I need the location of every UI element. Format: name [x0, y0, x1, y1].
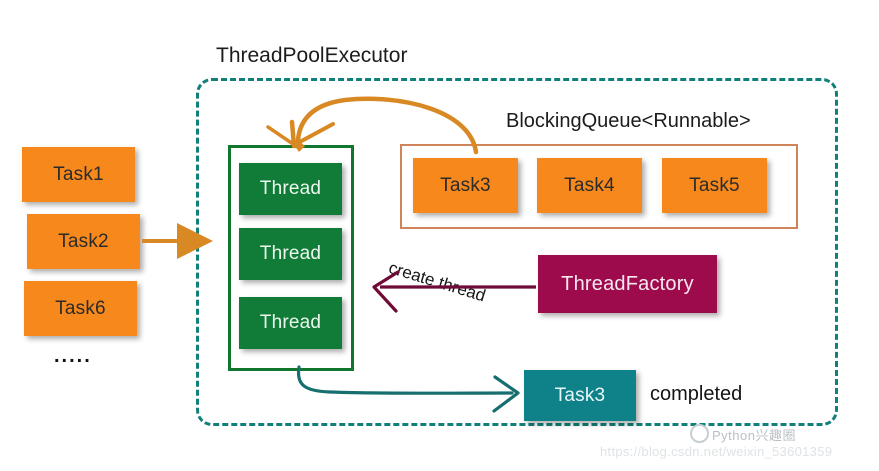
queue-task-5[interactable]: Task5 — [662, 158, 767, 213]
threadpoolexecutor-title: ThreadPoolExecutor — [216, 44, 408, 67]
thread-3[interactable]: Thread — [239, 297, 342, 349]
watermark-circle-icon — [690, 424, 709, 443]
watermark-logo-text: Python兴趣圈 — [712, 428, 796, 443]
queue-task-4-label: Task4 — [564, 174, 615, 196]
incoming-task-6-label: Task6 — [55, 297, 106, 319]
incoming-task-6[interactable]: Task6 — [24, 281, 137, 336]
completed-label: completed — [650, 383, 743, 405]
completed-task-label: Task3 — [554, 384, 606, 406]
queue-task-3[interactable]: Task3 — [413, 158, 518, 213]
watermark-logo: Python兴趣圈 — [690, 424, 796, 444]
thread-1-label: Thread — [259, 178, 322, 199]
thread-factory-box[interactable]: ThreadFactory — [538, 255, 717, 313]
completed-task-box[interactable]: Task3 — [524, 370, 636, 421]
incoming-task-1-label: Task1 — [53, 163, 104, 185]
incoming-task-2-label: Task2 — [58, 230, 109, 252]
thread-2[interactable]: Thread — [239, 228, 342, 280]
incoming-task-1[interactable]: Task1 — [22, 147, 135, 202]
thread-3-label: Thread — [259, 312, 322, 333]
queue-task-5-label: Task5 — [689, 174, 740, 196]
blockingqueue-title: BlockingQueue<Runnable> — [506, 110, 751, 132]
thread-factory-label: ThreadFactory — [561, 272, 694, 295]
thread-1[interactable]: Thread — [239, 163, 342, 215]
incoming-task-2[interactable]: Task2 — [27, 214, 140, 269]
queue-task-3-label: Task3 — [440, 174, 491, 196]
incoming-tasks-ellipsis: ..... — [54, 345, 92, 367]
thread-2-label: Thread — [259, 243, 322, 264]
watermark-url: https://blog.csdn.net/weixin_53601359 — [600, 444, 833, 459]
queue-task-4[interactable]: Task4 — [537, 158, 642, 213]
